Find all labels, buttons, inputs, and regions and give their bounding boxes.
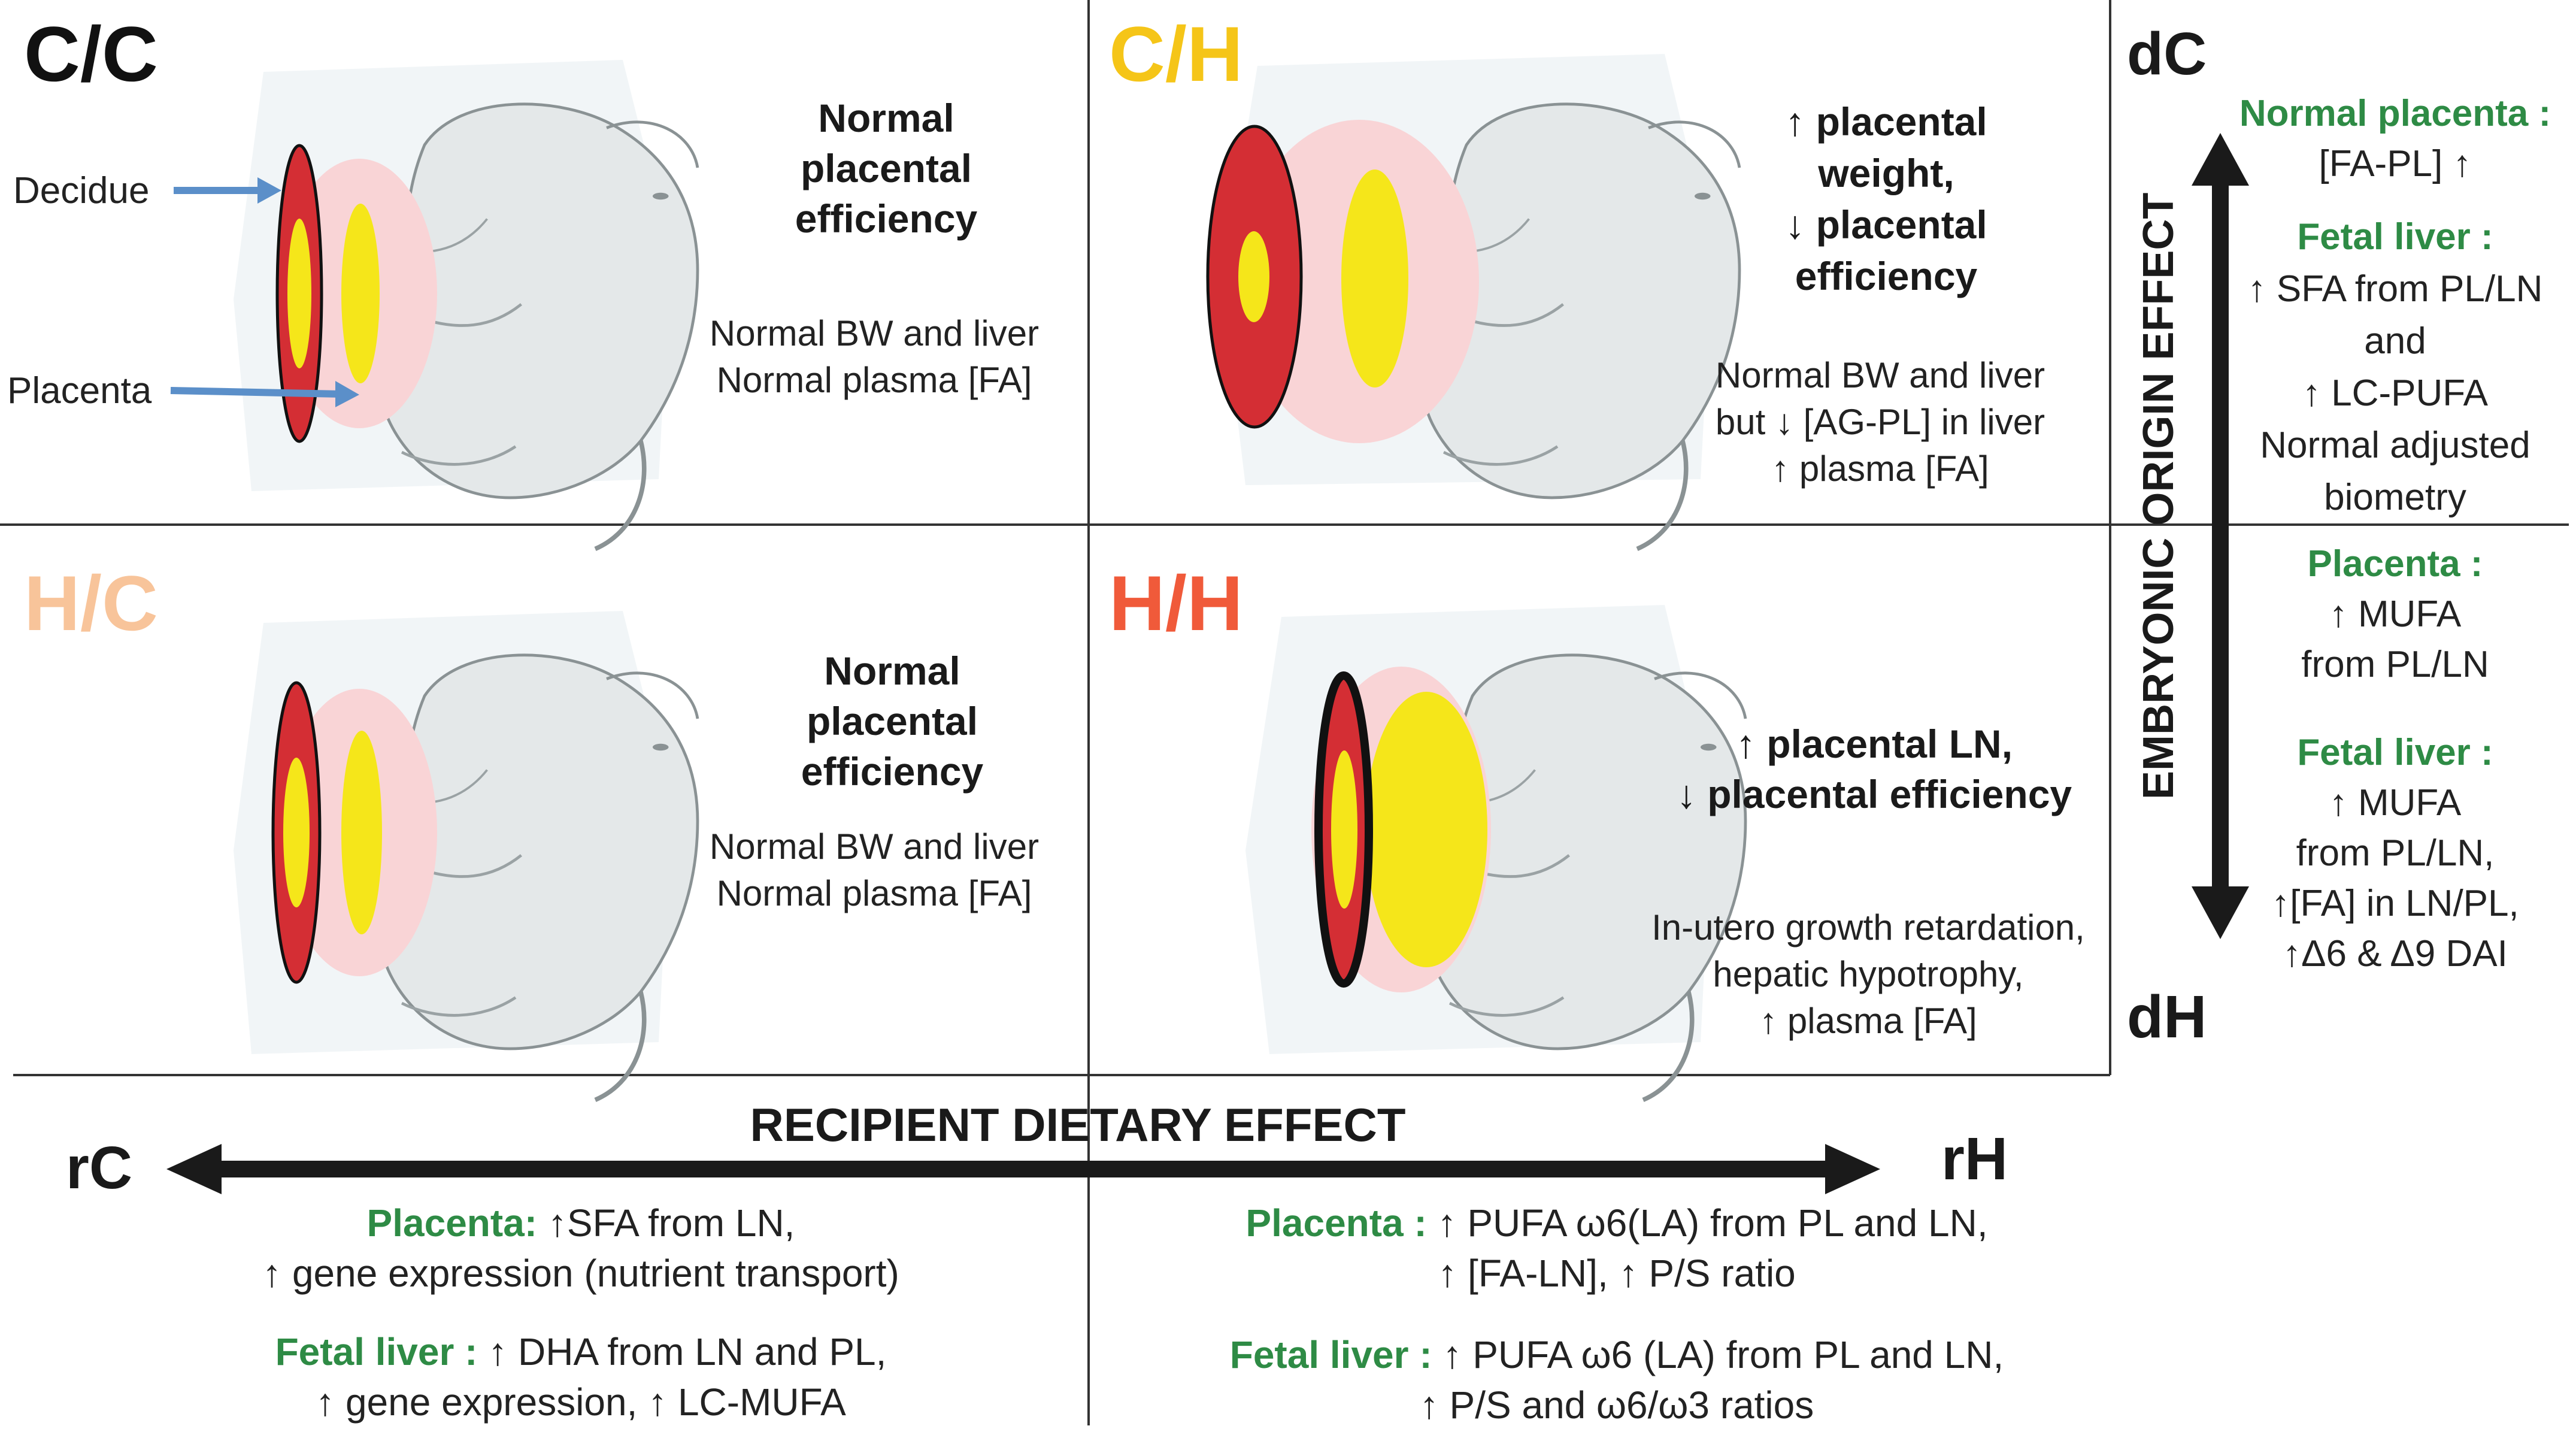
hh-efficiency-text: ↑ placental LN, ↓ placental efficiency <box>1641 719 2108 819</box>
rc-placenta-row: Placenta: ↑SFA from LN, <box>180 1198 982 1248</box>
embryonic-top-liver-block: Fetal liver : ↑ SFA from PL/LN and ↑ LC-… <box>2216 211 2575 523</box>
bottom-placenta-line-1: ↑ MUFA <box>2329 594 2462 635</box>
rh-liver-row: Fetal liver : ↑ PUFA ω6 (LA) from PL and… <box>1138 1330 2096 1380</box>
bottom-fetal-liver-line-2: from PL/LN, <box>2296 832 2495 874</box>
hh-illustration <box>1245 605 1745 1100</box>
recipient-axis-title: RECIPIENT DIETARY EFFECT <box>750 1098 1406 1151</box>
rc-liver-line-2: ↑ gene expression, ↑ LC-MUFA <box>316 1381 846 1424</box>
hc-efficiency-line-1: Normal <box>824 649 960 693</box>
recipient-left-label: rC <box>66 1134 133 1201</box>
bottom-fetal-liver-heading: Fetal liver : <box>2297 732 2493 773</box>
hh-efficiency-line-2: ↓ placental efficiency <box>1676 772 2072 816</box>
quadrant-label-hc: H/C <box>24 559 158 647</box>
rc-placenta-line-1: ↑SFA from LN, <box>537 1201 795 1245</box>
bottom-placenta-line-2: from PL/LN <box>2301 644 2489 685</box>
hh-labyrinth <box>1365 692 1487 967</box>
hc-efficiency-line-2: placental <box>806 699 978 743</box>
hh-outcome-line-2: hepatic hypotrophy, <box>1713 954 2024 994</box>
top-fetal-liver-line-2: and <box>2364 320 2426 362</box>
cc-pointer-arrows <box>170 177 359 407</box>
ch-outcome-text: Normal BW and liver but ↓ [AG-PL] in liv… <box>1665 352 2096 492</box>
bottom-fetal-liver-line-1: ↑ MUFA <box>2329 782 2462 824</box>
rc-liver-row: Fetal liver : ↑ DHA from LN and PL, <box>180 1327 982 1377</box>
embryonic-bottom-liver-block: Fetal liver : ↑ MUFA from PL/LN, ↑[FA] i… <box>2216 728 2575 979</box>
rh-liver-line-1: ↑ PUFA ω6 (LA) from PL and LN, <box>1432 1333 2004 1376</box>
cc-outcome-text: Normal BW and liver Normal plasma [FA] <box>671 310 1078 404</box>
hc-outcome-line-1: Normal BW and liver <box>709 827 1040 867</box>
top-fetal-liver-heading: Fetal liver : <box>2297 216 2493 258</box>
hc-illustration <box>234 611 698 1100</box>
placenta-label: Placenta <box>7 370 152 411</box>
recipient-right-label: rH <box>1941 1125 2008 1192</box>
ch-efficiency-line-2: weight, <box>1818 151 1954 195</box>
cc-efficiency-text: Normal placental efficiency <box>766 93 1006 244</box>
bottom-fetal-liver-line-4: ↑Δ6 & Δ9 DAI <box>2283 933 2508 974</box>
decidue-label: Decidue <box>13 170 150 211</box>
normal-placenta-line-1: [FA-PL] ↑ <box>2319 143 2472 184</box>
ch-labyrinth <box>1341 169 1408 388</box>
embryonic-axis-arrow <box>2192 133 2249 939</box>
cc-efficiency-line-2: placental <box>800 146 972 190</box>
bottom-placenta-heading: Placenta : <box>2307 543 2483 585</box>
top-fetal-liver-line-4: Normal adjusted <box>2260 425 2530 466</box>
cc-illustration <box>234 60 698 549</box>
hc-labyrinth <box>341 731 382 934</box>
rh-placenta-row: Placenta : ↑ PUFA ω6(LA) from PL and LN, <box>1138 1198 2096 1248</box>
rc-placenta-line-2: ↑ gene expression (nutrient transport) <box>262 1252 899 1295</box>
rh-placenta-line-2: ↑ [FA-LN], ↑ P/S ratio <box>1438 1252 1796 1295</box>
embryonic-top-label: dC <box>2127 20 2207 87</box>
normal-placenta-heading: Normal placenta : <box>2239 93 2551 134</box>
hc-efficiency-line-3: efficiency <box>801 749 984 794</box>
rc-liver-heading: Fetal liver : <box>275 1330 478 1373</box>
cc-efficiency-line-3: efficiency <box>795 196 978 241</box>
hh-efficiency-line-1: ↑ placental LN, <box>1735 722 2013 766</box>
top-fetal-liver-line-5: biometry <box>2324 477 2466 518</box>
rh-placenta-line-1: ↑ PUFA ω6(LA) from PL and LN, <box>1426 1201 1988 1245</box>
ch-illustration <box>1206 54 1739 549</box>
recipient-left-block: Placenta: ↑SFA from LN, ↑ gene expressio… <box>180 1198 982 1298</box>
embryonic-axis-title: EMBRYONIC ORIGIN EFFECT <box>2135 192 2183 800</box>
hc-efficiency-text: Normal placental efficiency <box>772 646 1012 797</box>
recipient-right-liver-block: Fetal liver : ↑ PUFA ω6 (LA) from PL and… <box>1138 1330 2096 1430</box>
ch-efficiency-line-3: ↓ placental <box>1785 202 1987 247</box>
hh-outcome-text: In-utero growth retardation, hepatic hyp… <box>1629 904 2108 1045</box>
top-fetal-liver-line-1: ↑ SFA from PL/LN <box>2247 268 2543 310</box>
rh-liver-heading: Fetal liver : <box>1229 1333 1432 1376</box>
hc-outcome-text: Normal BW and liver Normal plasma [FA] <box>671 824 1078 917</box>
ch-outcome-line-2: but ↓ [AG-PL] in liver <box>1715 402 2045 442</box>
embryonic-bottom-block: Placenta : ↑ MUFA from PL/LN <box>2216 539 2575 690</box>
cc-outcome-line-1: Normal BW and liver <box>709 313 1040 353</box>
ch-outcome-line-1: Normal BW and liver <box>1715 355 2045 395</box>
cc-efficiency-line-1: Normal <box>818 96 954 140</box>
hh-outcome-line-3: ↑ plasma [FA] <box>1759 1001 1977 1041</box>
cc-outcome-line-2: Normal plasma [FA] <box>716 360 1032 400</box>
cc-labyrinth <box>341 204 380 383</box>
bottom-fetal-liver-line-3: ↑[FA] in LN/PL, <box>2271 883 2519 924</box>
quadrant-label-ch: C/H <box>1109 10 1243 98</box>
rh-placenta-heading: Placenta : <box>1245 1201 1427 1245</box>
embryonic-top-block: Normal placenta : [FA-PL] ↑ <box>2216 89 2575 189</box>
top-fetal-liver-line-3: ↑ LC-PUFA <box>2302 373 2489 414</box>
ch-efficiency-text: ↑ placental weight, ↓ placental efficien… <box>1725 96 2048 302</box>
ch-efficiency-line-1: ↑ placental <box>1785 99 1987 144</box>
quadrant-label-cc: C/C <box>24 10 158 98</box>
embryonic-bottom-label: dH <box>2127 983 2207 1051</box>
rc-placenta-heading: Placenta: <box>366 1201 538 1245</box>
hh-outcome-line-1: In-utero growth retardation, <box>1651 907 2085 947</box>
rh-liver-line-2: ↑ P/S and ω6/ω3 ratios <box>1419 1384 1814 1427</box>
hc-outcome-line-2: Normal plasma [FA] <box>716 873 1032 913</box>
recipient-right-block: Placenta : ↑ PUFA ω6(LA) from PL and LN,… <box>1138 1198 2096 1298</box>
ch-outcome-line-3: ↑ plasma [FA] <box>1771 449 1989 489</box>
recipient-axis-arrow <box>166 1144 1880 1194</box>
ch-efficiency-line-4: efficiency <box>1795 254 1978 298</box>
recipient-left-liver-block: Fetal liver : ↑ DHA from LN and PL, ↑ ge… <box>180 1327 982 1427</box>
quadrant-label-hh: H/H <box>1109 559 1243 647</box>
rc-liver-line-1: ↑ DHA from LN and PL, <box>477 1330 887 1373</box>
